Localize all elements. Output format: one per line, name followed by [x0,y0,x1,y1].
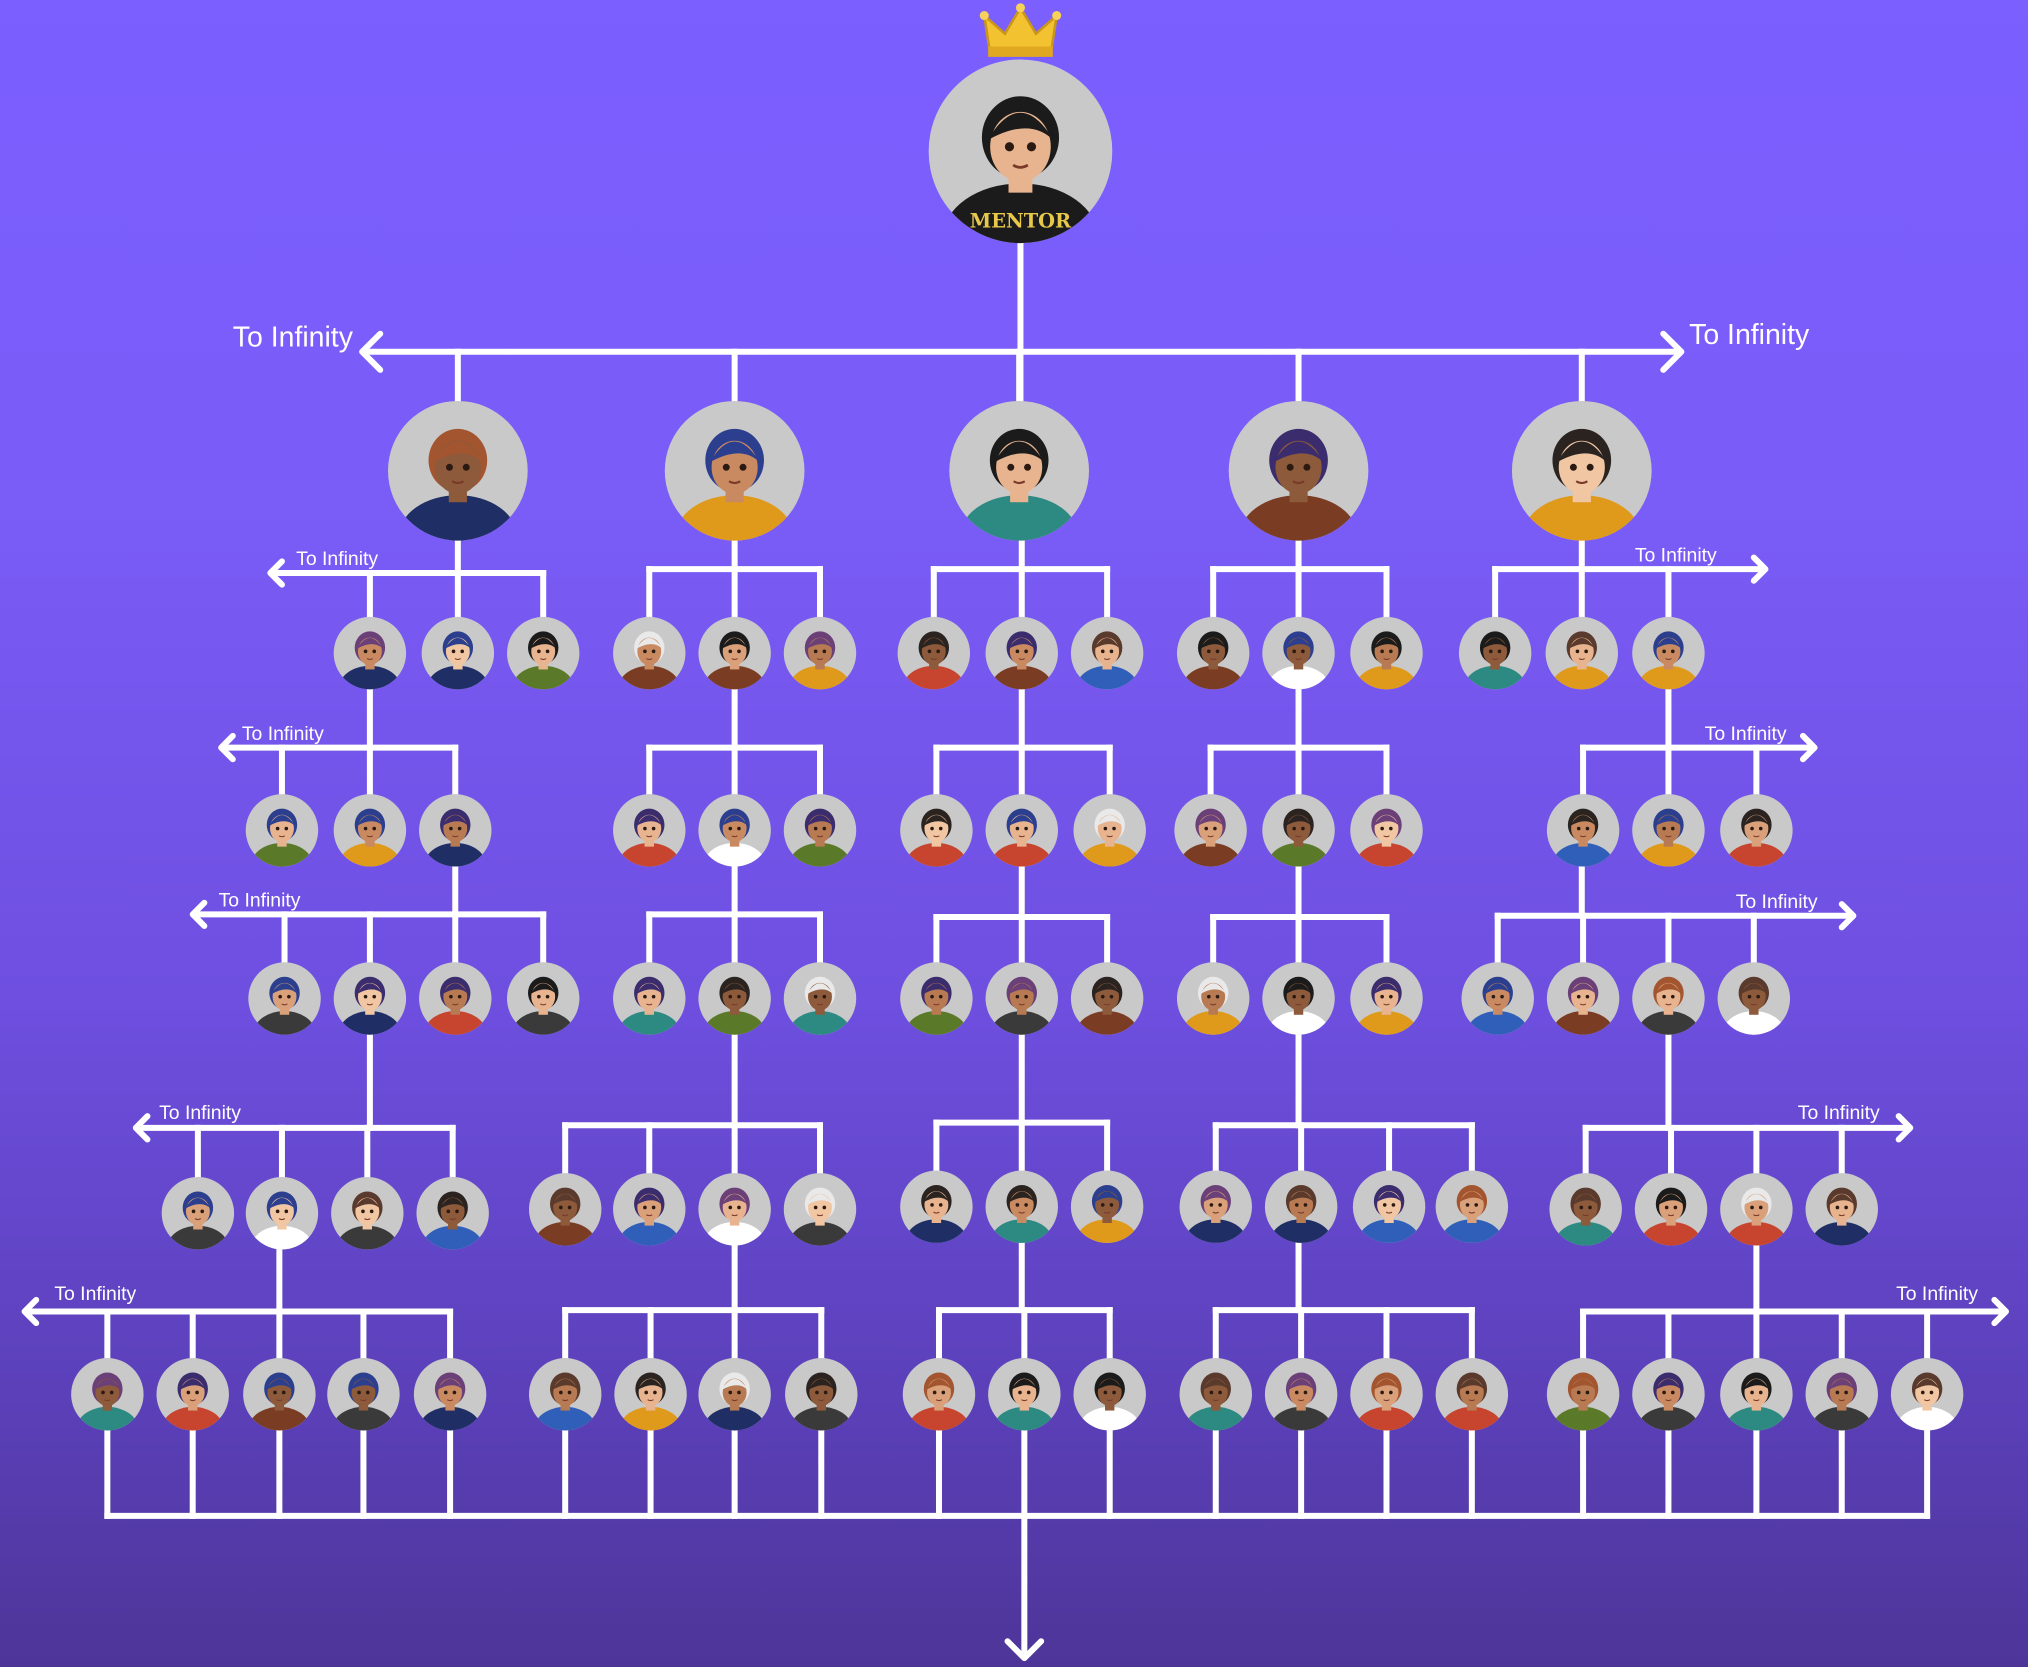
mentor-badge-text: MENTOR [970,210,1072,233]
to-infinity-label: To Infinity [1798,1102,1880,1124]
member-avatar [613,617,685,709]
member-avatar [331,1177,403,1269]
crown-icon [980,3,1061,57]
member-avatar [1350,962,1422,1054]
member-avatar [1718,962,1790,1054]
member-avatar [246,794,318,886]
member-avatar [784,1173,856,1265]
member-avatar [1177,617,1249,709]
avatar-nodes [71,59,1963,1450]
to-infinity-label: To Infinity [1896,1283,1978,1305]
member-avatar [416,1177,488,1269]
member-avatar [1549,1173,1621,1265]
to-infinity-label: To Infinity [159,1102,241,1124]
to-infinity-label: To Infinity [54,1283,136,1305]
member-avatar [613,1173,685,1265]
to-infinity-label: To Infinity [233,322,354,354]
member-avatar [162,1177,234,1269]
member-avatar [1071,962,1143,1054]
member-avatar [422,617,494,709]
member-avatar [784,794,856,886]
member-avatar [419,962,491,1054]
member-avatar [1350,794,1422,886]
member-avatar [1071,617,1143,709]
member-avatar [900,1170,972,1262]
to-infinity-label: To Infinity [1736,891,1818,913]
member-avatar [1353,1170,1425,1262]
member-avatar [1547,962,1619,1054]
member-avatar [900,794,972,886]
member-avatar [1462,962,1534,1054]
member-avatar [1073,794,1145,886]
to-infinity-label: To Infinity [242,723,324,745]
member-avatar [1632,794,1704,886]
member-avatar [248,962,320,1054]
member-avatar [1177,962,1249,1054]
member-avatar [1071,1170,1143,1262]
to-infinity-label: To Infinity [296,548,378,570]
member-avatar [1546,617,1618,709]
to-infinity-label: To Infinity [1705,723,1787,745]
to-infinity-label: To Infinity [219,890,301,912]
member-avatar [529,1173,601,1265]
member-avatar [507,617,579,709]
member-avatar [1350,617,1422,709]
member-avatar [1459,617,1531,709]
member-avatar [334,794,406,886]
member-avatar [1806,1173,1878,1265]
member-avatar [898,617,970,709]
member-avatar [507,962,579,1054]
member-avatar [1720,794,1792,886]
to-infinity-label: To Infinity [1689,319,1810,351]
member-avatar [613,794,685,886]
member-avatar [1180,1170,1252,1262]
member-avatar [784,617,856,709]
member-avatar [1436,1170,1508,1262]
member-avatar [784,962,856,1054]
member-avatar [613,962,685,1054]
member-avatar [1174,794,1246,886]
member-avatar [1635,1173,1707,1265]
to-infinity-label: To Infinity [1635,544,1717,566]
member-avatar [900,962,972,1054]
